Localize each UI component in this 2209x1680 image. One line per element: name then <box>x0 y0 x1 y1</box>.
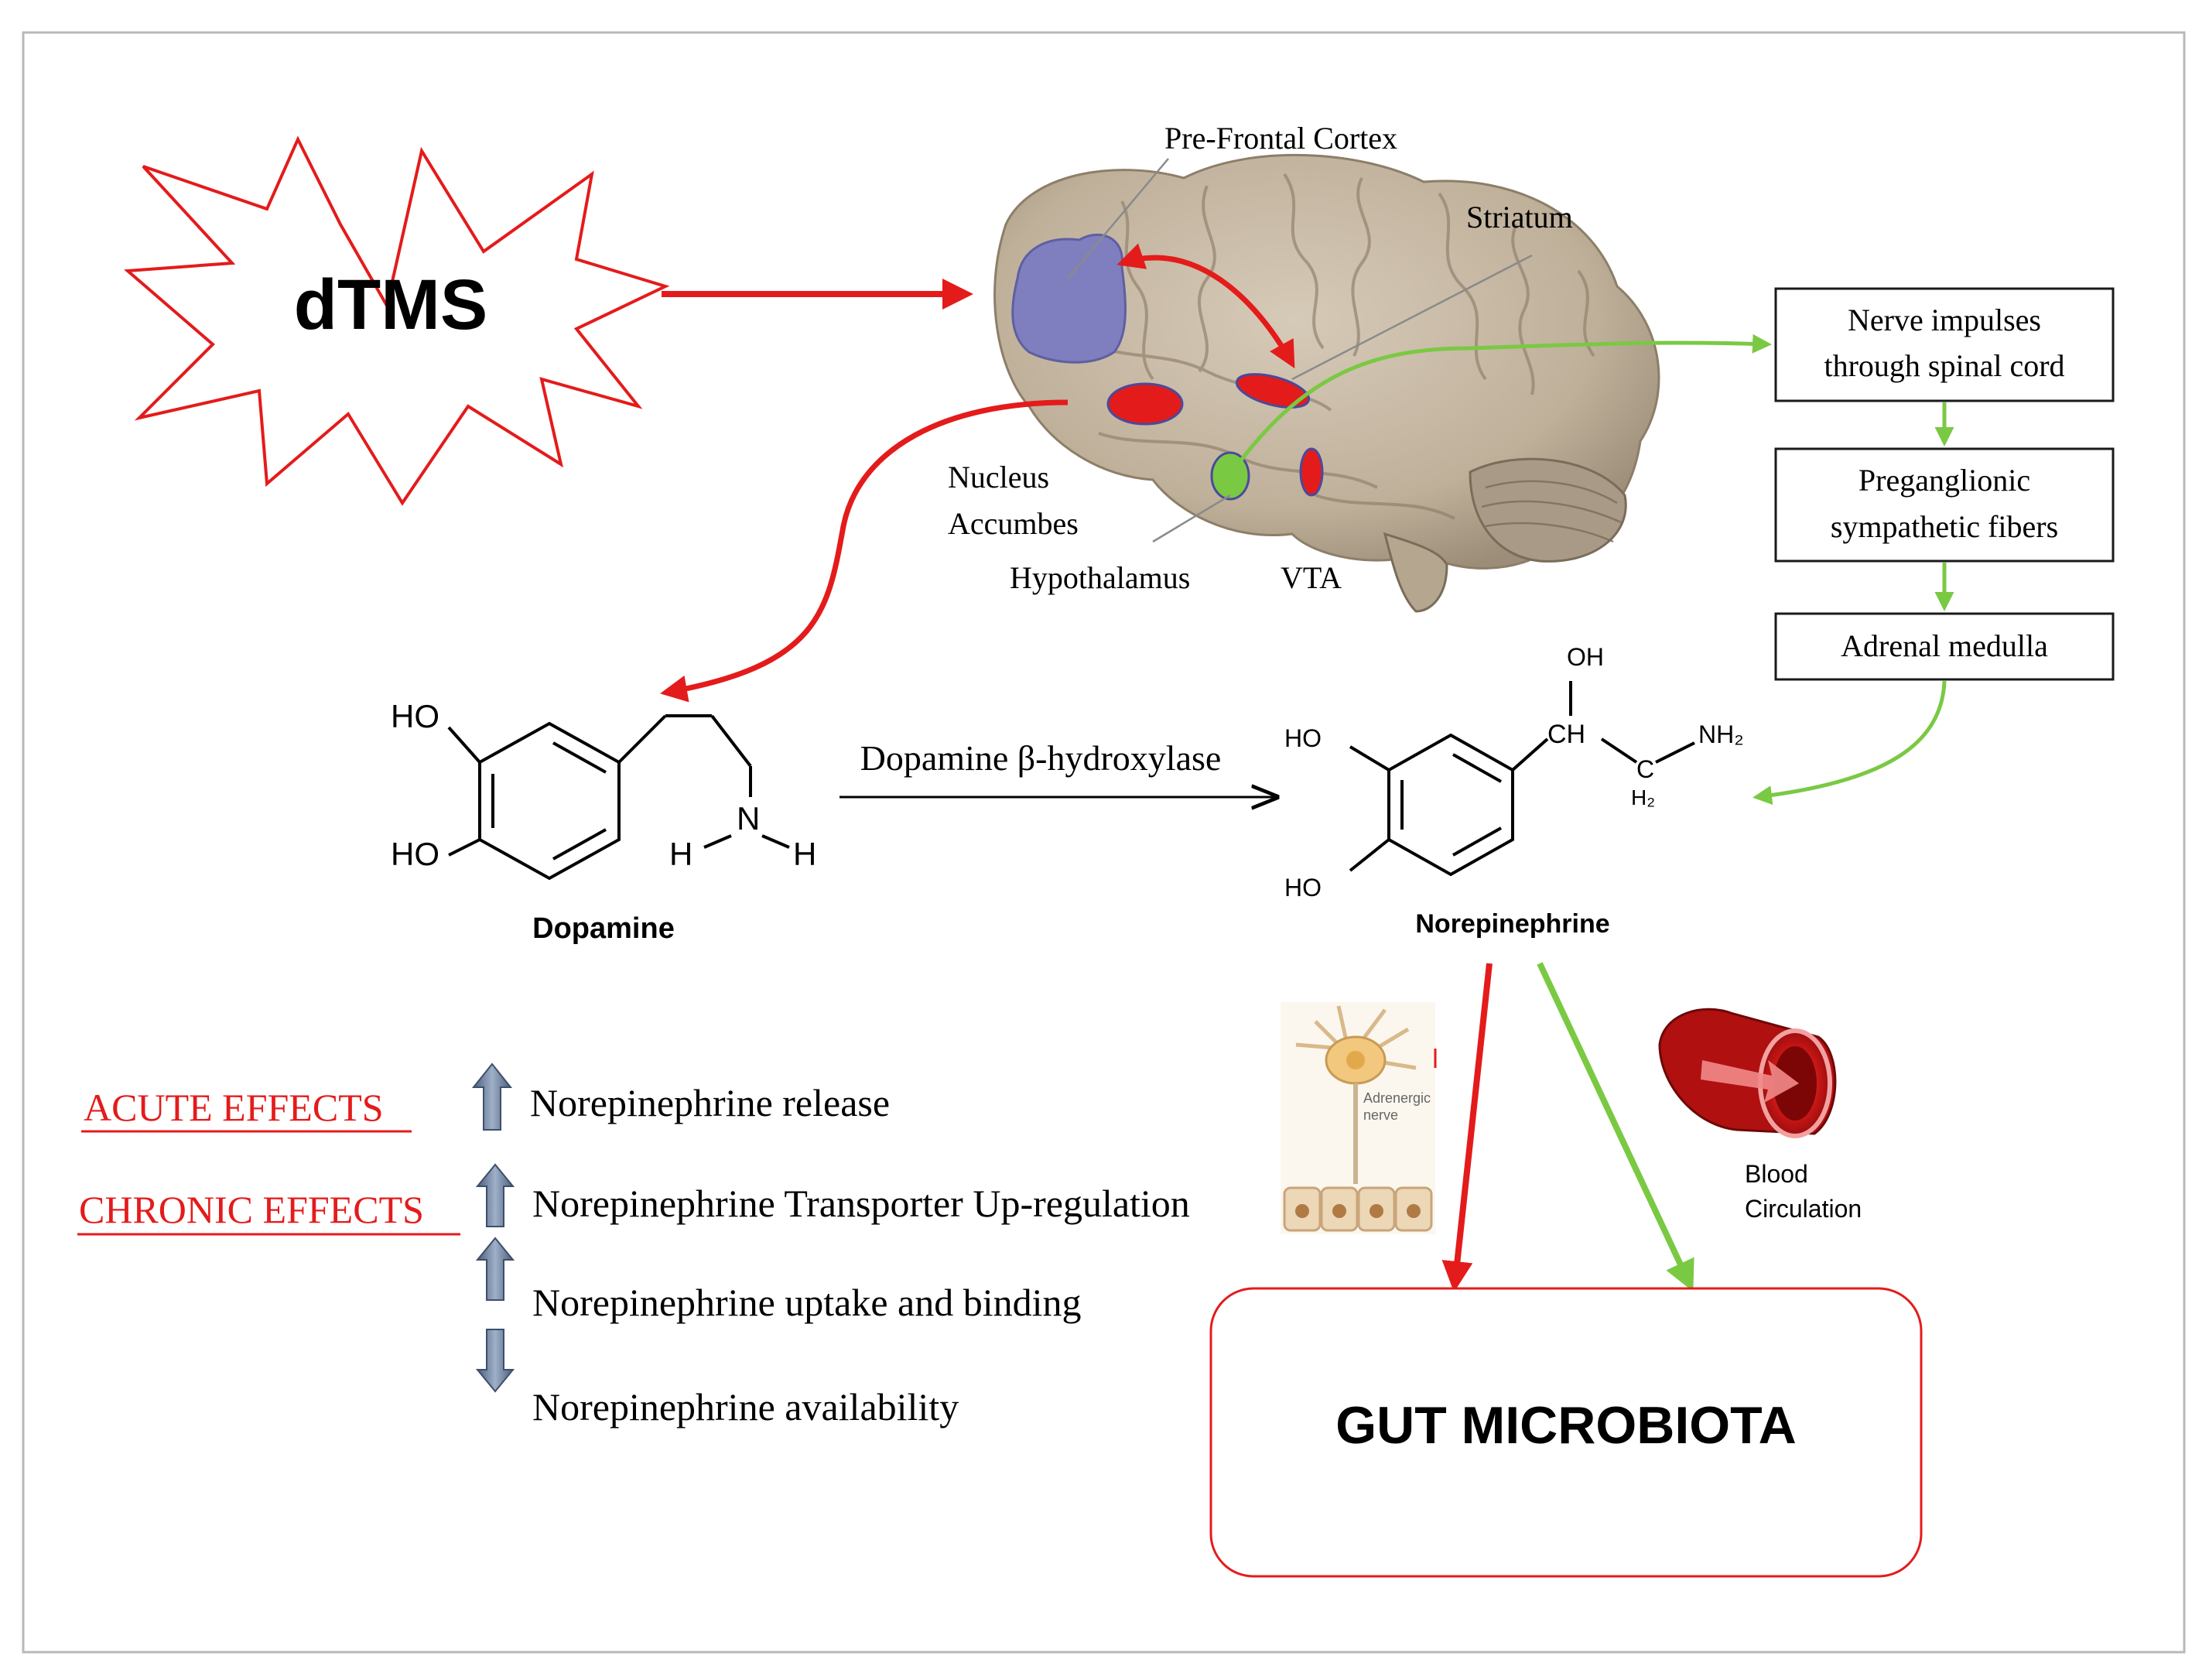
pathway-box-3: Adrenal medulla <box>1774 612 2115 681</box>
pfc-striatum-double-arrow <box>1116 243 1295 369</box>
adrenergic-label-line1: Adrenergic <box>1363 1090 1431 1106</box>
nucleus-accumbens-label-line1: Nucleus <box>948 460 1049 494</box>
vta-region <box>1299 447 1324 497</box>
hypothalamus-label: Hypothalamus <box>1010 560 1190 595</box>
nerve-impulses-box <box>1774 287 2115 402</box>
effect-item-uptake: Norepinephrine uptake and binding <box>532 1281 1082 1324</box>
striatum-region <box>1235 373 1311 409</box>
nucleus-accumbens-label-line2: Accumbes <box>948 506 1079 541</box>
hypothalamus-to-spinal-arrow <box>1236 334 1772 466</box>
preganglionic-line1: Preganglionic <box>1859 463 2030 498</box>
prefrontal-cortex-region <box>1011 233 1127 364</box>
prefrontal-cortex-label: Pre-Frontal Cortex <box>1164 121 1397 156</box>
dopamine-ho-bottom: HO <box>391 836 439 872</box>
blood-vessel-image: Blood Circulation <box>1658 1008 1862 1223</box>
norepinephrine-to-gut-green-arrow <box>1537 962 1694 1292</box>
acute-effects-label: ACUTE EFFECTS <box>84 1086 384 1129</box>
brainstem <box>1383 532 1448 613</box>
dopamine-name: Dopamine <box>532 912 675 945</box>
adrenergic-label-line2: nerve <box>1363 1107 1398 1123</box>
hypothalamus-leader-line <box>1152 494 1231 543</box>
norepinephrine-ho-top: HO <box>1284 724 1322 752</box>
nucleus-accumbens-region <box>1106 382 1184 426</box>
nerve-impulses-line2: through spinal cord <box>1824 348 2064 383</box>
norepinephrine-c: C <box>1636 755 1654 783</box>
enzyme-label: Dopamine β-hydroxylase <box>860 738 1222 778</box>
norepinephrine-name: Norepinephrine <box>1415 909 1609 939</box>
effect-item-release: Norepinephrine release <box>530 1081 890 1124</box>
dtms-starburst-shape <box>124 135 670 506</box>
pathway-box-2: Preganglionic sympathetic fibers <box>1774 447 2115 563</box>
gut-microbiota-label: GUT MICROBIOTA <box>1335 1396 1797 1455</box>
norepinephrine-to-gut-red-arrow <box>1441 963 1493 1292</box>
adrenal-medulla-box <box>1774 612 2115 681</box>
cerebellum <box>1469 457 1627 563</box>
prefrontal-leader-line <box>1067 158 1169 279</box>
effect-item-transporter: Norepinephrine Transporter Up-regulation <box>532 1182 1190 1225</box>
adrenal-medulla-label: Adrenal medulla <box>1841 628 2048 663</box>
dtms-label: dTMS <box>294 265 487 344</box>
norepinephrine-ch: CH <box>1547 720 1585 749</box>
up-arrow-icon <box>475 1237 515 1301</box>
norepinephrine-nh2: NH₂ <box>1698 720 1744 748</box>
blood-label-line1: Blood <box>1745 1160 1808 1188</box>
preganglionic-box <box>1774 447 2115 563</box>
blood-label-line2: Circulation <box>1745 1195 1862 1223</box>
down-arrow-icon <box>475 1329 515 1393</box>
nacc-to-dopamine-arrow <box>660 399 1069 703</box>
norepinephrine-oh: OH <box>1567 643 1604 671</box>
striatum-label: Striatum <box>1466 200 1573 234</box>
pathway-box-1: Nerve impulses through spinal cord <box>1774 287 2115 402</box>
dopamine-h-right: H <box>793 836 816 872</box>
chronic-effects: CHRONIC EFFECTS <box>77 1188 460 1236</box>
brain-illustration <box>993 153 1660 613</box>
norepinephrine-ho-bottom: HO <box>1284 874 1322 902</box>
norepinephrine-structure <box>1349 681 1695 877</box>
dtms-burst: dTMS <box>124 135 670 506</box>
up-arrow-icon <box>475 1163 515 1227</box>
up-arrow-icon <box>471 1062 513 1131</box>
vta-label: VTA <box>1281 560 1342 595</box>
adrenergic-nerve-image: Adrenergic nerve <box>1281 1002 1437 1234</box>
acute-effects: ACUTE EFFECTS <box>81 1086 412 1133</box>
chronic-effects-label: CHRONIC EFFECTS <box>79 1188 424 1231</box>
dopamine-h-left: H <box>669 836 692 872</box>
effect-item-availability: Norepinephrine availability <box>532 1385 959 1429</box>
dopamine-n: N <box>737 800 760 837</box>
gut-microbiota-box: GUT MICROBIOTA <box>1209 1287 1923 1578</box>
nerve-impulses-line1: Nerve impulses <box>1848 303 2041 337</box>
striatum-leader-line <box>1291 254 1533 381</box>
preganglionic-line2: sympathetic fibers <box>1831 509 2058 544</box>
dopamine-ho-top: HO <box>391 698 439 734</box>
norepinephrine-h2: H₂ <box>1631 785 1655 809</box>
adrenal-to-norepinephrine-arrow <box>1752 680 1947 806</box>
dopamine-structure <box>447 714 790 881</box>
gut-microbiota-border <box>1209 1287 1923 1578</box>
